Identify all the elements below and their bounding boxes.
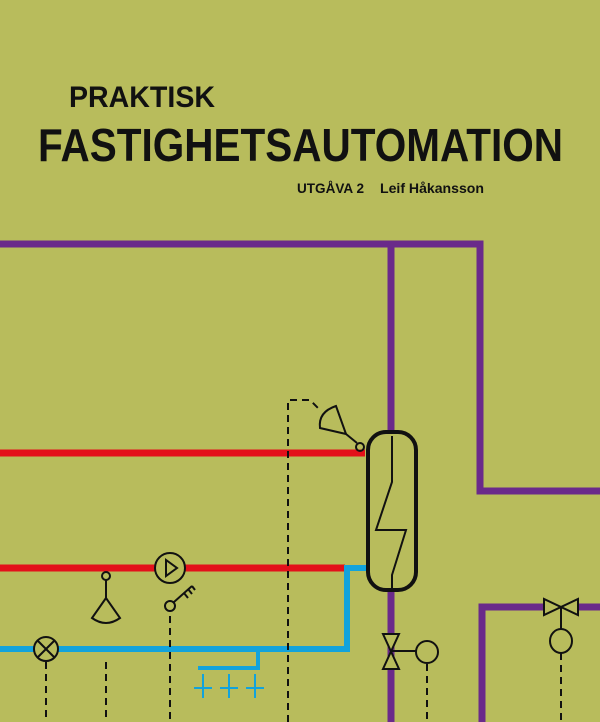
sensor-top-icon <box>318 404 348 436</box>
blue-pipes <box>0 565 368 698</box>
heat-exchanger-zigzag <box>374 436 408 588</box>
radiator-crosses <box>194 674 264 698</box>
diagram-symbols <box>33 404 579 670</box>
valve-right-actuator-icon <box>549 628 573 654</box>
title-line-2: FASTIGHETSAUTOMATION <box>38 119 563 171</box>
key-switch-icon <box>164 600 176 612</box>
valve-actuator-icon <box>415 640 439 664</box>
author-name: Leif Håkansson <box>380 180 484 196</box>
red-pipes <box>0 449 365 572</box>
signal-lines <box>45 399 562 722</box>
heat-exchanger-tank <box>366 430 418 592</box>
edition-label: UTGÅVA 2 <box>297 180 364 196</box>
title-line-1: PRAKTISK <box>69 81 215 114</box>
pump-icon <box>154 552 186 584</box>
